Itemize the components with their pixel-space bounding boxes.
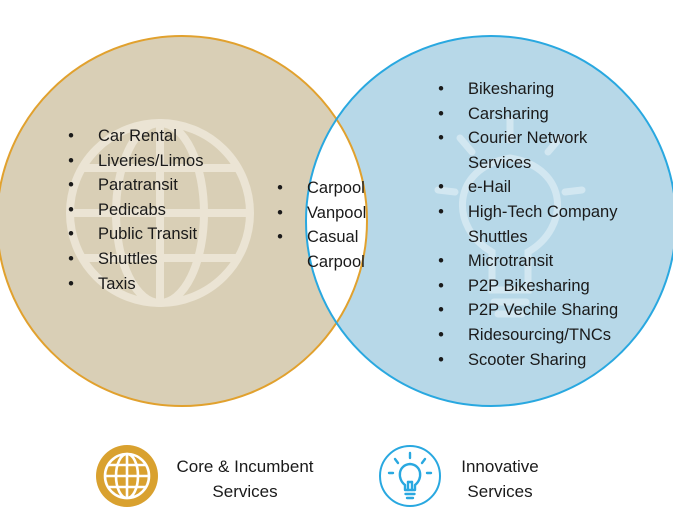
- list-item: Ridesourcing/TNCs: [434, 323, 618, 348]
- core-circle-outline: [0, 35, 368, 407]
- list-item: P2P Bikesharing: [434, 274, 618, 299]
- list-item: Scooter Sharing: [434, 348, 618, 373]
- innovative-legend-line2: Services: [467, 482, 533, 501]
- list-item: High-Tech Company: [434, 200, 618, 225]
- list-item: Casual: [273, 225, 366, 250]
- core-services-list: Car Rental Liveries/Limos Paratransit Pe…: [64, 124, 204, 297]
- lightbulb-icon: [379, 445, 441, 507]
- overlap-services-list: Carpool Vanpool Casual Carpool: [273, 176, 367, 274]
- list-item: Car Rental: [64, 124, 203, 149]
- list-item: Paratransit: [64, 173, 203, 198]
- list-item: e-Hail: [434, 175, 618, 200]
- innovative-circle-outline: [305, 35, 673, 407]
- list-item: Shuttles: [64, 247, 203, 272]
- list-item: Carpool: [273, 176, 366, 201]
- globe-icon: [96, 445, 158, 507]
- core-legend-line1: Core & Incumbent: [176, 457, 314, 476]
- list-item-continuation: Carpool: [307, 252, 365, 271]
- core-legend-line2: Services: [212, 482, 278, 501]
- list-item-continuation: Services: [468, 153, 532, 172]
- innovative-legend-label: Innovative Services: [455, 454, 545, 504]
- list-item: Vanpool: [273, 201, 367, 226]
- list-item: Liveries/Limos: [64, 149, 204, 174]
- innovative-services-list: Bikesharing Carsharing Courier Network S…: [434, 77, 618, 372]
- list-item: Bikesharing: [434, 77, 618, 102]
- list-item: Microtransit: [434, 249, 618, 274]
- list-item: Public Transit: [64, 222, 203, 247]
- list-item: Pedicabs: [64, 198, 203, 223]
- list-item: Taxis: [64, 272, 203, 297]
- innovative-legend-line1: Innovative: [461, 457, 539, 476]
- list-item: P2P Vechile Sharing: [434, 298, 618, 323]
- list-item: Carsharing: [434, 102, 618, 127]
- list-item-continuation: Shuttles: [468, 227, 528, 246]
- core-legend-label: Core & Incumbent Services: [165, 454, 325, 504]
- list-item: Courier Network: [434, 126, 618, 151]
